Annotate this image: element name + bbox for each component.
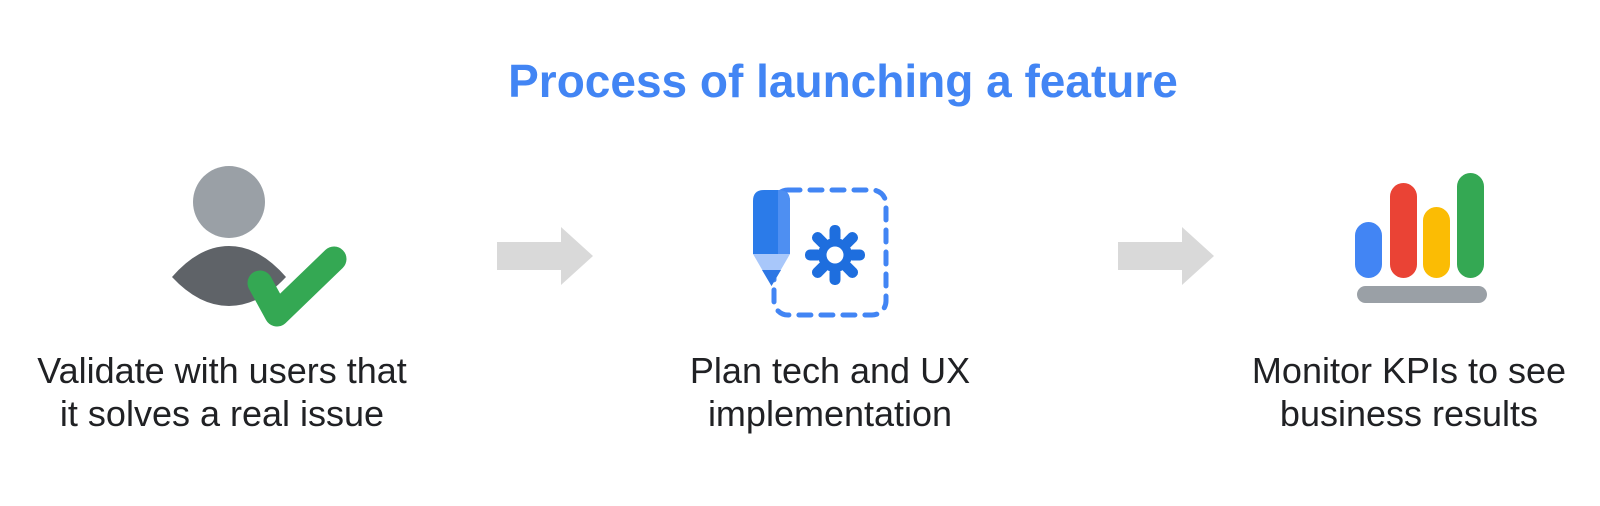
caption-line: Monitor KPIs to see — [1251, 350, 1567, 391]
step-caption-plan: Plan tech and UX implementation — [690, 349, 970, 435]
step-caption-monitor: Monitor KPIs to see business results — [1252, 349, 1566, 435]
bar-chart-icon — [1355, 173, 1487, 303]
bar-green — [1457, 173, 1484, 278]
page-title: Process of launching a feature — [508, 55, 1178, 107]
step-caption-validate: Validate with users that it solves a rea… — [37, 349, 407, 435]
bar-yellow — [1423, 207, 1450, 278]
caption-line: implementation — [707, 393, 953, 434]
pencil-gear-icon — [753, 187, 889, 318]
user-check-icon — [172, 166, 347, 327]
caption-line: it solves a real issue — [59, 393, 385, 434]
bar-red — [1390, 183, 1417, 278]
bar-chart-base — [1357, 286, 1487, 303]
person-head-shape — [193, 166, 265, 238]
arrow-right-shape — [1118, 227, 1214, 285]
pencil-point — [762, 270, 781, 286]
bar-blue — [1355, 222, 1382, 278]
arrow-right-icon — [1118, 227, 1214, 285]
caption-line: business results — [1279, 393, 1539, 434]
caption-line: Plan tech and UX — [689, 350, 971, 391]
caption-line: Validate with users that — [37, 350, 407, 391]
check-icon — [247, 246, 347, 327]
arrow-right-shape — [497, 227, 593, 285]
gear-hole — [826, 246, 844, 264]
gear-icon — [805, 225, 865, 285]
arrow-right-icon — [497, 227, 593, 285]
pencil-highlight — [778, 190, 790, 254]
